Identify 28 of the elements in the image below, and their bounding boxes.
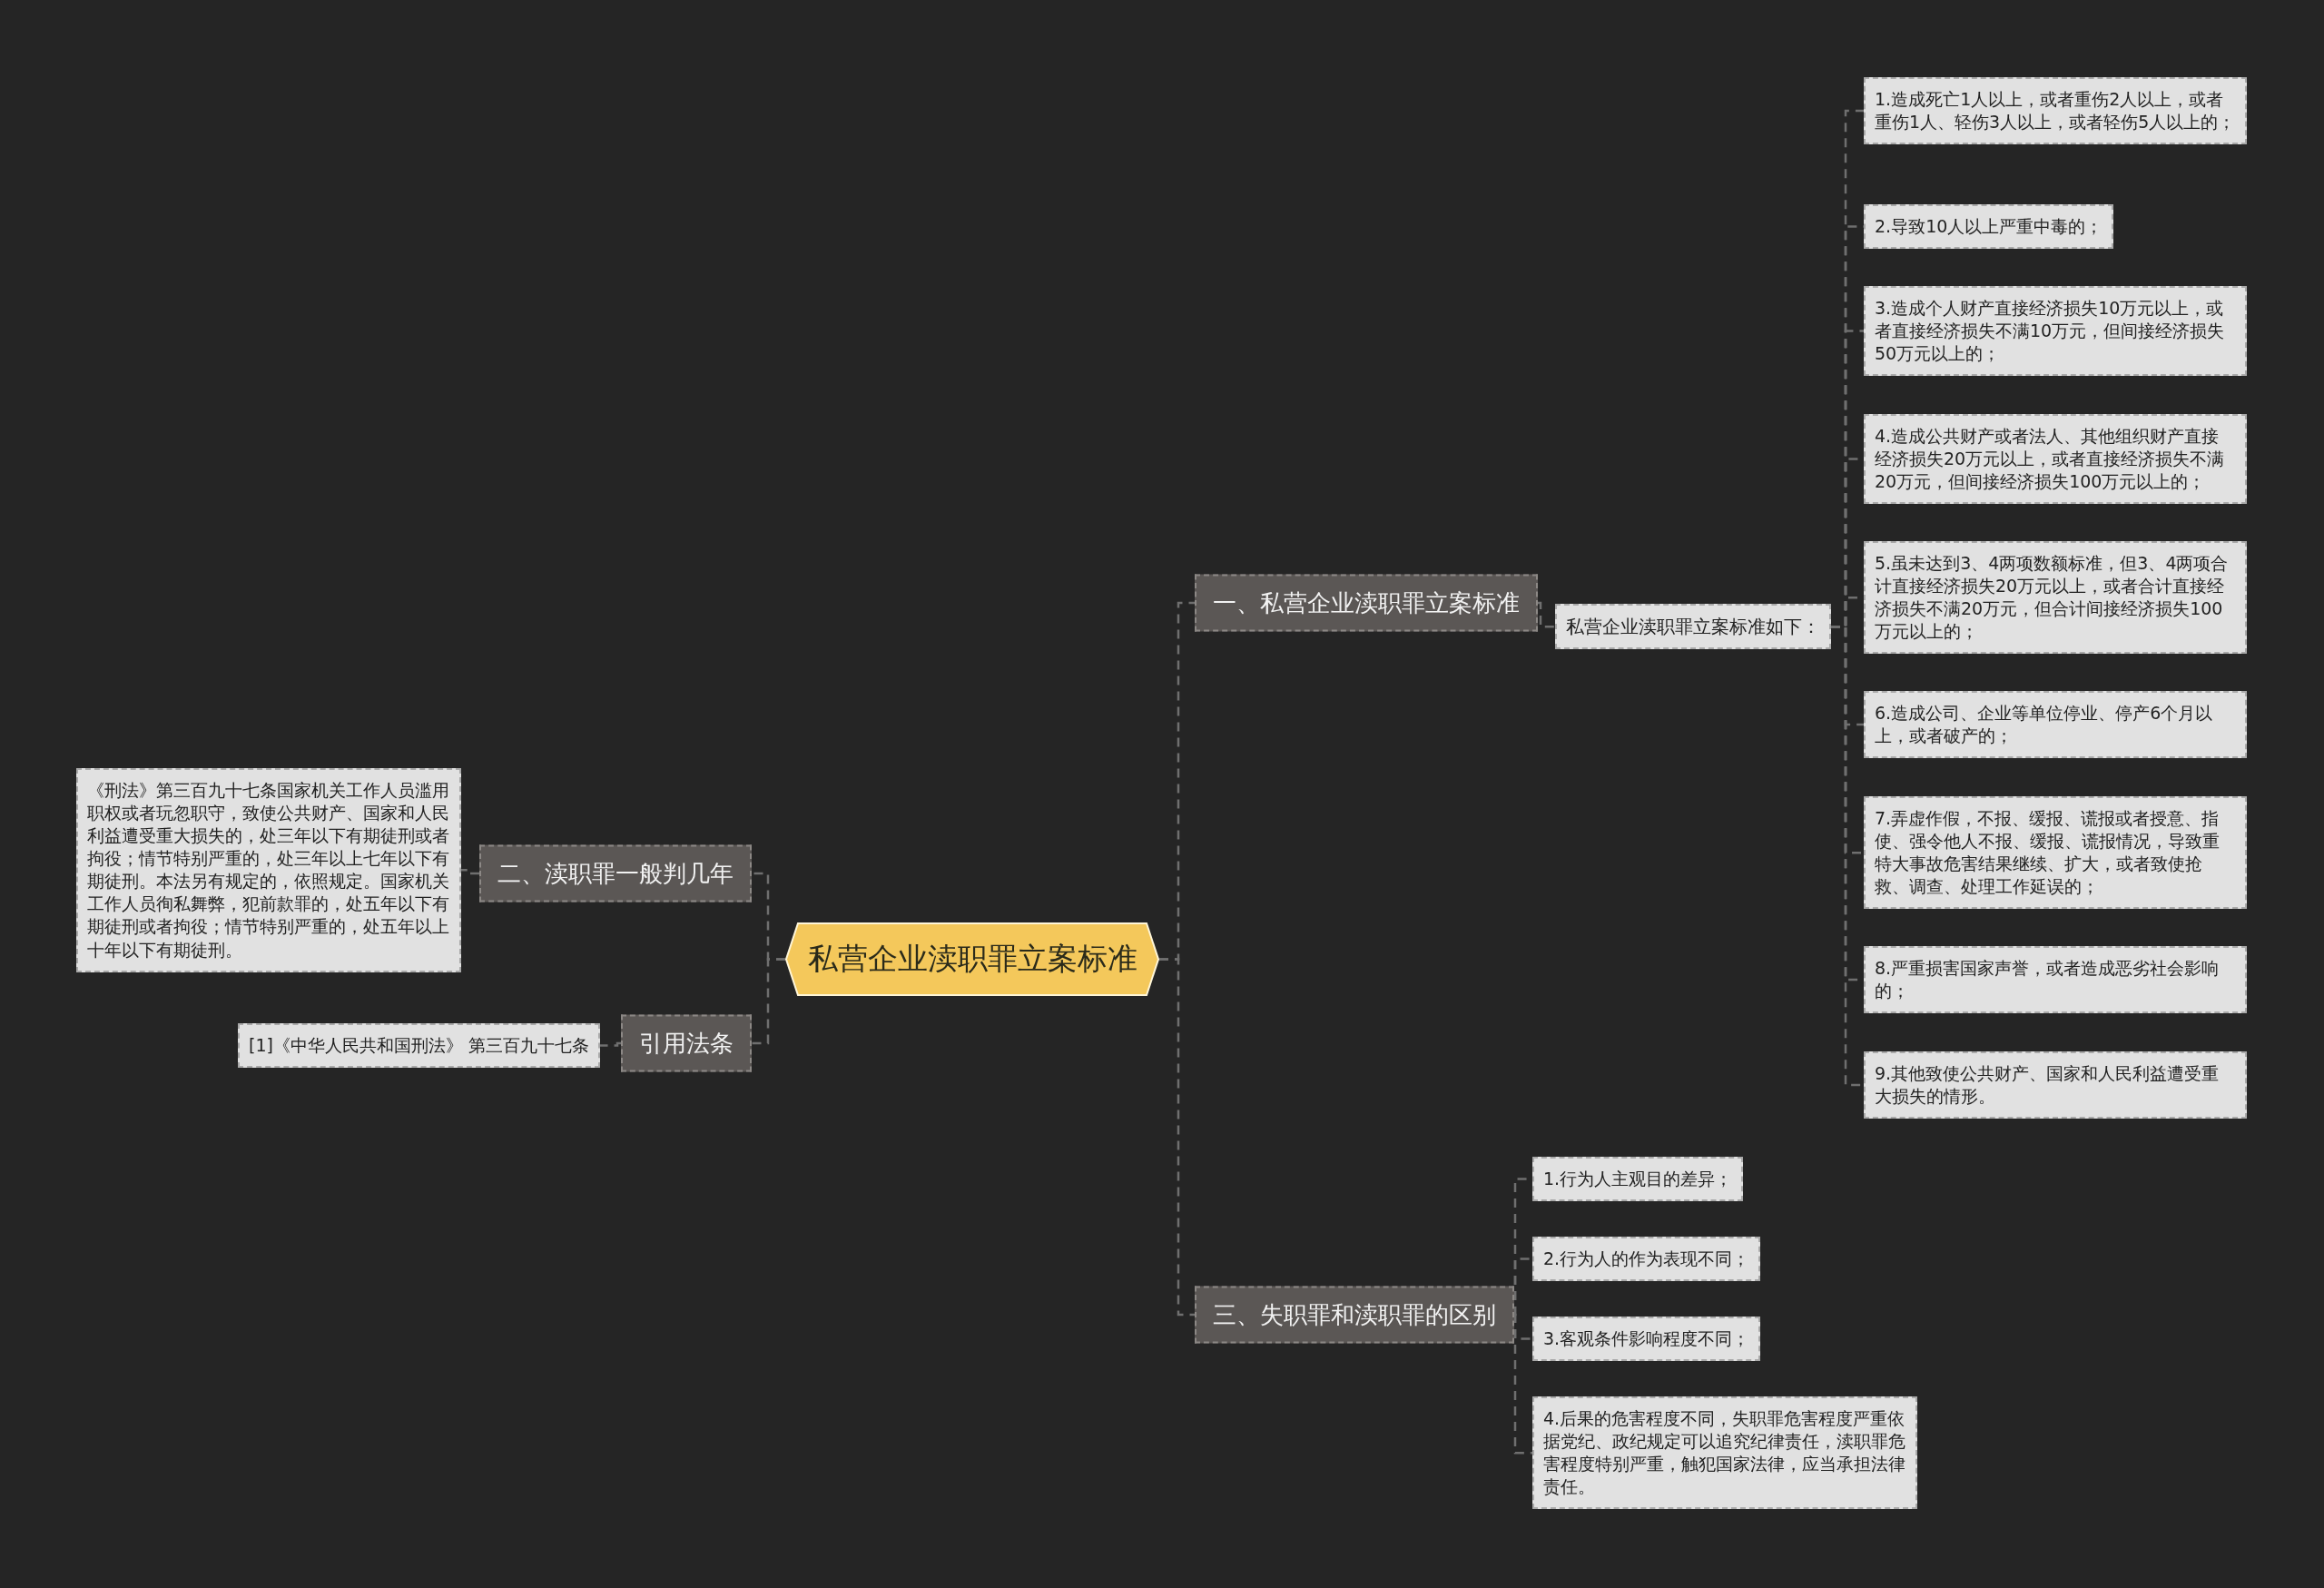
- text-box: 5.虽未达到3、4两项数额标准，但3、4两项合计直接经济损失20万元以上，或者合计直接经济损失不满20万元，但合计间接经济损失100万元以上的；: [1864, 541, 2247, 655]
- branch-box: 引用法条: [621, 1014, 752, 1072]
- topic-text: 私营企业渎职罪立案标准: [807, 940, 1137, 978]
- connector-line: [752, 958, 785, 1045]
- text-box: [1]《中华人民共和国刑法》 第三百九十七条: [238, 1023, 600, 1069]
- text-box: 9.其他致使公共财产、国家和人民利益遭受重大损失的情形。: [1864, 1051, 2247, 1119]
- connector-line: [1512, 1313, 1532, 1455]
- branch-box: 一、私营企业渎职罪立案标准: [1195, 574, 1538, 632]
- connector-line: [1538, 601, 1555, 628]
- connector-line: [1159, 958, 1195, 1317]
- text-box: 6.造成公司、企业等单位停业、停产6个月以上，或者破产的；: [1864, 691, 2247, 759]
- text-box: 7.弄虚作假，不报、缓报、谎报或者授意、指使、强令他人不报、缓报、谎报情况，导致重特大事故危害结果继续、扩大，或者致使抢救、调查、处理工作延误的；: [1864, 796, 2247, 910]
- text-box: 3.造成个人财产直接经济损失10万元以上，或者直接经济损失不满10万元，但间接经济损失50万元以上的；: [1864, 286, 2247, 377]
- text-box: 私营企业渎职罪立案标准如下：: [1555, 604, 1831, 650]
- connector-line: [600, 1041, 621, 1047]
- text-box: 2.导致10人以上严重中毒的；: [1864, 204, 2114, 250]
- branch-box: 三、失职罪和渎职罪的区别: [1195, 1286, 1514, 1344]
- text-box: 1.造成死亡1人以上，或者重伤2人以上，或者重伤1人、轻伤3人以上，或者轻伤5人以上的；: [1864, 77, 2247, 145]
- text-box: 2.行为人的作为表现不同；: [1532, 1237, 1761, 1282]
- text-box: 1.行为人主观目的差异；: [1532, 1157, 1744, 1202]
- branch-box: 二、渎职罪一般判几年: [479, 844, 752, 902]
- text-box: 8.严重损害国家声誉，或者造成恶劣社会影响的；: [1864, 946, 2247, 1014]
- connector-line: [461, 869, 479, 875]
- text-box: 《刑法》第三百九十七条国家机关工作人员滥用职权或者玩忽职守，致使公共财产、国家和人民利益遭受重大损失的，处三年以下有期徒刑或者拘役；情节特别严重的，处三年以上七年以下有期徒刑。本法另有规定的，依照规定。国家机关工作人员徇私舞弊，犯前款罪的，处五年以下有期徒刑或者拘役；情节特别严重的，处五年以上十年以下有期徒刑。: [76, 768, 461, 972]
- text-box: 4.后果的危害程度不同，失职罪危害程度严重依据党纪、政纪规定可以追究纪律责任，渎职罪危害程度特别严重，触犯国家法律，应当承担法律责任。: [1532, 1396, 1917, 1510]
- text-box: 4.造成公共财产或者法人、其他组织财产直接经济损失20万元以上，或者直接经济损失不满20万元，但间接经济损失100万元以上的；: [1864, 414, 2247, 505]
- text-box: 3.客观条件影响程度不同；: [1532, 1317, 1761, 1362]
- connector-line: [1512, 1258, 1532, 1317]
